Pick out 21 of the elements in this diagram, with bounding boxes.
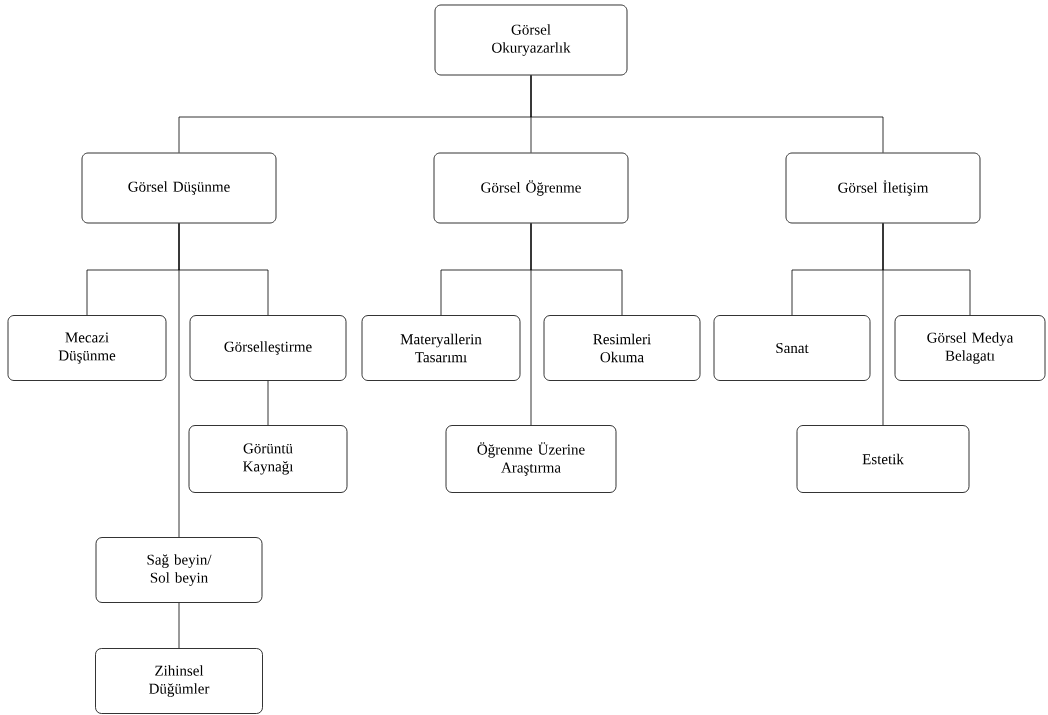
concept-box: Sanat <box>713 315 871 381</box>
concept-box: Estetik <box>796 425 970 493</box>
concept-box: Sağ beyin/ Sol beyin <box>95 537 263 603</box>
concept-box: Görsel Öğrenme <box>433 152 629 224</box>
concept-box: Görsel İletişim <box>785 152 981 224</box>
connector-line <box>530 223 532 426</box>
concept-box: Görsel Düşünme <box>81 152 277 224</box>
concept-box: Görsel Okuryazarlık <box>434 4 628 76</box>
connector-line <box>267 380 269 426</box>
concept-box: Görsel Medya Belagatı <box>894 315 1046 381</box>
concept-box: Görselleştirme <box>189 315 347 381</box>
connector-line <box>178 223 180 538</box>
concept-box: Görüntü Kaynağı <box>188 425 348 493</box>
connector-line <box>178 602 180 649</box>
concept-box: Mecazi Düşünme <box>7 315 167 381</box>
concept-box: Zihinsel Düğümler <box>95 648 263 714</box>
concept-box: Materyallerin Tasarımı <box>361 315 521 381</box>
connector-line <box>530 75 884 153</box>
concept-box: Resimleri Okuma <box>543 315 701 381</box>
connector-line <box>882 223 884 426</box>
concept-box: Öğrenme Üzerine Araştırma <box>445 425 617 493</box>
